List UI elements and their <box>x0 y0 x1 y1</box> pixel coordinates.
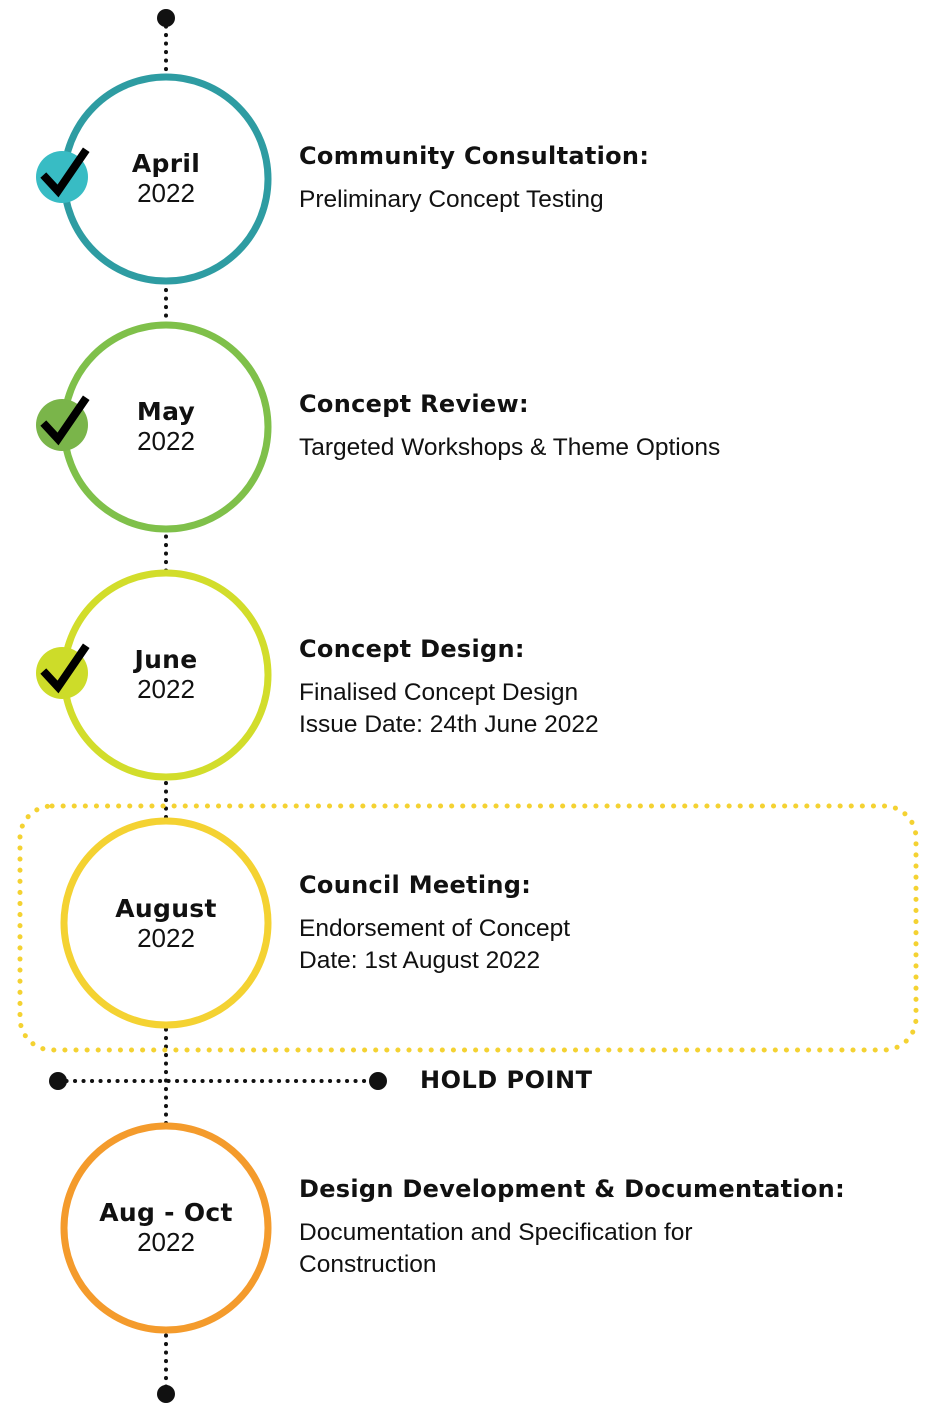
check-icon <box>36 147 90 203</box>
stage-4-description-line: Endorsement of Concept <box>299 915 571 942</box>
stage-2-details: Concept Review: Targeted Workshops & The… <box>299 390 909 464</box>
stage-3-description: Finalised Concept Design Issue Date: 24t… <box>299 677 909 741</box>
stage-1-date: April 2022 <box>66 149 266 209</box>
check-mark <box>40 395 90 446</box>
stage-5-month: Aug - Oct <box>99 1198 233 1227</box>
stage-1-description: Preliminary Concept Testing <box>299 184 909 216</box>
stage-5-description-line: Documentation and Specification for <box>299 1219 693 1246</box>
stage-5-description: Documentation and Specification for Cons… <box>299 1217 909 1281</box>
stage-1-month: April <box>131 149 201 178</box>
stage-1-details: Community Consultation: Preliminary Conc… <box>299 142 909 216</box>
stage-2-title: Concept Review: <box>299 390 529 418</box>
stage-4-circle <box>60 817 272 1029</box>
check-icon <box>36 395 90 451</box>
stage-5-year: 2022 <box>137 1226 195 1257</box>
check-icon <box>36 643 90 699</box>
stage-2-description-line: Targeted Workshops & Theme Options <box>299 434 721 461</box>
stage-4-description-line: Date: 1st August 2022 <box>299 947 541 974</box>
stage-1-description-line: Preliminary Concept Testing <box>299 186 604 213</box>
stage-2-month: May <box>136 397 196 426</box>
stage-2-date: May 2022 <box>66 397 266 457</box>
stage-1-year: 2022 <box>137 177 195 208</box>
hold-point-label: HOLD POINT <box>420 1066 593 1094</box>
stage-2-description: Targeted Workshops & Theme Options <box>299 432 909 464</box>
stage-3-description-line: Finalised Concept Design <box>299 679 579 706</box>
stage-3-title: Concept Design: <box>299 635 525 663</box>
stage-5-date: Aug - Oct 2022 <box>66 1198 266 1258</box>
stage-4-description: Endorsement of Concept Date: 1st August … <box>299 913 909 977</box>
hold-point-right-dot <box>369 1072 387 1090</box>
stage-5-description-line: Construction <box>299 1251 437 1278</box>
timeline-start-dot <box>157 9 175 27</box>
check-mark <box>40 147 90 198</box>
stage-5-circle <box>60 1122 272 1334</box>
hold-point-left-dot <box>49 1072 67 1090</box>
timeline-end-dot <box>157 1385 175 1403</box>
council-meeting-highlight-box <box>17 803 919 1053</box>
stage-4-year: 2022 <box>137 922 195 953</box>
stage-2-year: 2022 <box>137 425 195 456</box>
stage-5-title: Design Development & Documentation: <box>299 1175 845 1203</box>
stage-3-details: Concept Design: Finalised Concept Design… <box>299 635 909 741</box>
check-mark <box>40 643 90 694</box>
stage-3-month: June <box>134 645 198 674</box>
stage-1-title: Community Consultation: <box>299 142 650 170</box>
stage-4-month: August <box>115 894 217 923</box>
stage-3-description-line: Issue Date: 24th June 2022 <box>299 711 599 738</box>
stage-4-details: Council Meeting: Endorsement of Concept … <box>299 871 909 977</box>
stage-4-date: August 2022 <box>66 894 266 954</box>
stage-5-details: Design Development & Documentation: Docu… <box>299 1175 909 1281</box>
stage-3-date: June 2022 <box>66 645 266 705</box>
stage-4-title: Council Meeting: <box>299 871 532 899</box>
stage-3-year: 2022 <box>137 673 195 704</box>
